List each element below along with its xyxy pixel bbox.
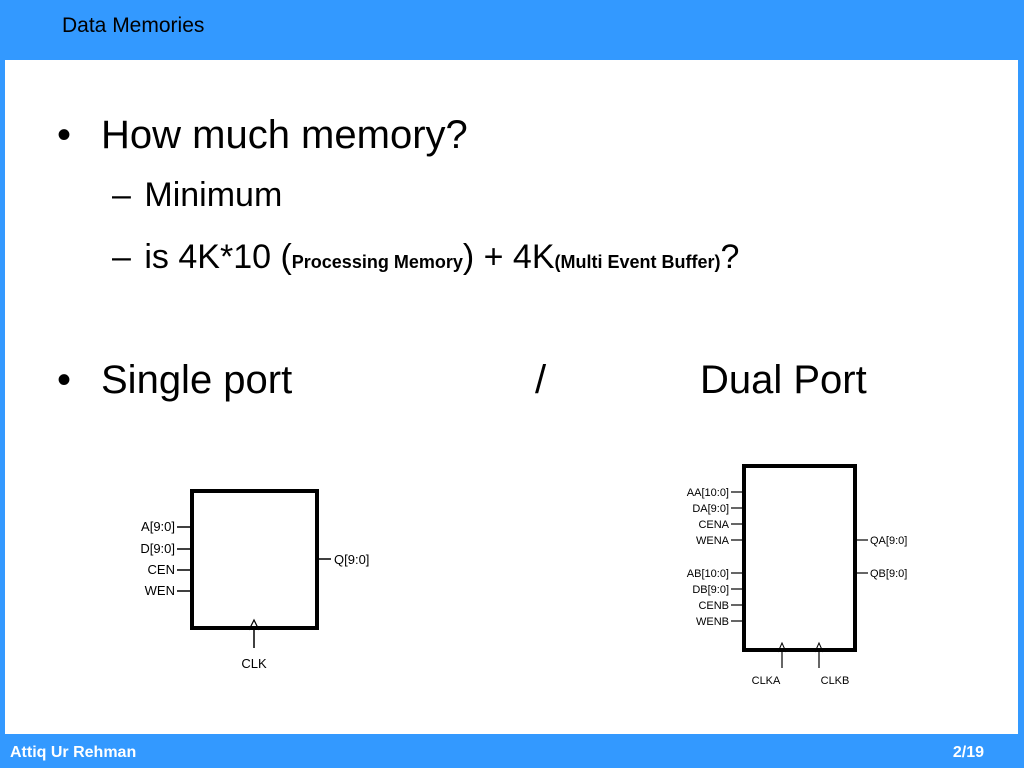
dual-port-block (742, 464, 857, 652)
subbullet-minimum: – Minimum (112, 176, 282, 215)
subbullet-suffix: ? (720, 238, 740, 276)
pin-qa: QA[9:0] (870, 535, 907, 547)
dash: – (112, 176, 131, 214)
processing-memory-label: Processing Memory (291, 252, 463, 272)
slide-title: Data Memories (62, 14, 205, 37)
clka-edge-icon (777, 641, 787, 653)
pin-qb: QB[9:0] (870, 568, 907, 580)
pin-d: D[9:0] (140, 541, 175, 556)
dash: – (112, 238, 131, 276)
pin-q: Q[9:0] (334, 552, 369, 567)
subbullet-prefix: is 4K*10 ( (144, 238, 292, 276)
pin-wen: WEN (145, 583, 175, 598)
single-port-diagram: A[9:0] D[9:0] CEN WEN Q[9:0] CLK (140, 489, 369, 671)
bullet-text: How much memory? (101, 113, 468, 157)
pin-cen: CEN (148, 562, 175, 577)
pin-wenb: WENB (696, 616, 729, 628)
single-port-block (190, 489, 319, 630)
pin-clk: CLK (241, 656, 267, 671)
pin-da: DA[9:0] (692, 503, 729, 515)
clkb-edge-icon (814, 641, 824, 653)
pin-clkb: CLKB (821, 675, 850, 687)
pin-clka: CLKA (752, 675, 781, 687)
subbullet-memory-size: – is 4K*10 (Processing Memory) + 4K(Mult… (112, 238, 739, 277)
pin-a: A[9:0] (141, 519, 175, 534)
slide-content: • How much memory? – Minimum – is 4K*10 … (5, 60, 1018, 734)
footer-page-number: 2/19 (952, 744, 984, 761)
separator-label: / (535, 358, 547, 402)
subbullet-text: Minimum (144, 176, 283, 214)
pin-cena: CENA (698, 519, 729, 531)
pin-aa: AA[10:0] (687, 487, 729, 499)
bullet-dot: • (57, 358, 72, 402)
title-bar: Data Memories (0, 0, 1024, 58)
clk-edge-icon (248, 618, 260, 631)
bullet-dot: • (57, 113, 72, 157)
dual-port-label: Dual Port (700, 358, 867, 402)
single-port-inputs: A[9:0] D[9:0] CEN WEN (140, 519, 192, 598)
bullet-port-type: • Single port / Dual Port (57, 358, 957, 408)
pin-cenb: CENB (698, 600, 729, 612)
single-port-label: Single port (101, 358, 293, 402)
pin-ab: AB[10:0] (687, 568, 729, 580)
pin-db: DB[9:0] (692, 584, 729, 596)
pin-wena: WENA (696, 535, 730, 547)
footer-author: Attiq Ur Rehman (10, 744, 137, 761)
dual-port-diagram: AA[10:0] DA[9:0] CENA WENA AB[10:0] DB[9… (687, 464, 907, 687)
subbullet-middle: ) + 4K (462, 238, 555, 276)
multi-event-buffer-label: (Multi Event Buffer) (554, 252, 721, 272)
footer-bar: Attiq Ur Rehman 2/19 (0, 736, 1024, 768)
